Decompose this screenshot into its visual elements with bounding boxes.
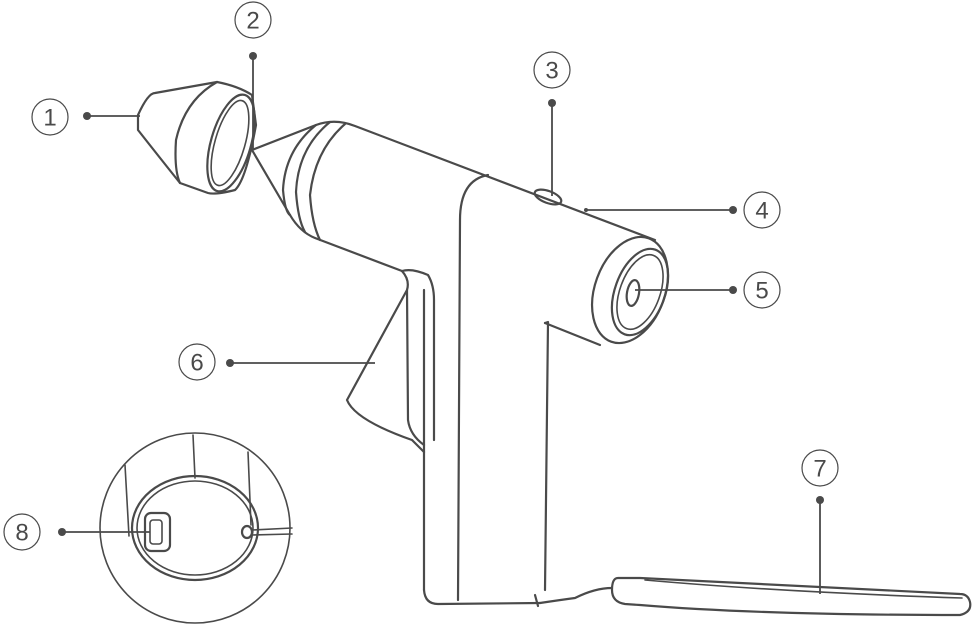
- callout-label: 6: [190, 350, 203, 377]
- callout-label: 4: [755, 198, 768, 225]
- callout-2: 2: [234, 1, 272, 39]
- callout-5: 5: [743, 271, 781, 309]
- bottom-detail-inset: [99, 432, 293, 624]
- callout-8: 8: [3, 513, 41, 551]
- callout-label: 3: [545, 58, 558, 85]
- callout-label: 2: [246, 8, 259, 35]
- callout-label: 1: [43, 105, 56, 132]
- device-body: [250, 120, 670, 606]
- callout-1: 1: [31, 98, 69, 136]
- leader-lines: [58, 52, 824, 594]
- callout-7: 7: [801, 449, 839, 487]
- callout-label: 5: [755, 278, 768, 305]
- lanyard-strap: [533, 576, 972, 617]
- callout-label: 8: [15, 520, 28, 547]
- massage-head-attachment: [136, 80, 258, 195]
- callout-3: 3: [533, 51, 571, 89]
- callout-6: 6: [178, 343, 216, 381]
- callout-label: 7: [813, 456, 826, 483]
- callout-4: 4: [743, 191, 781, 229]
